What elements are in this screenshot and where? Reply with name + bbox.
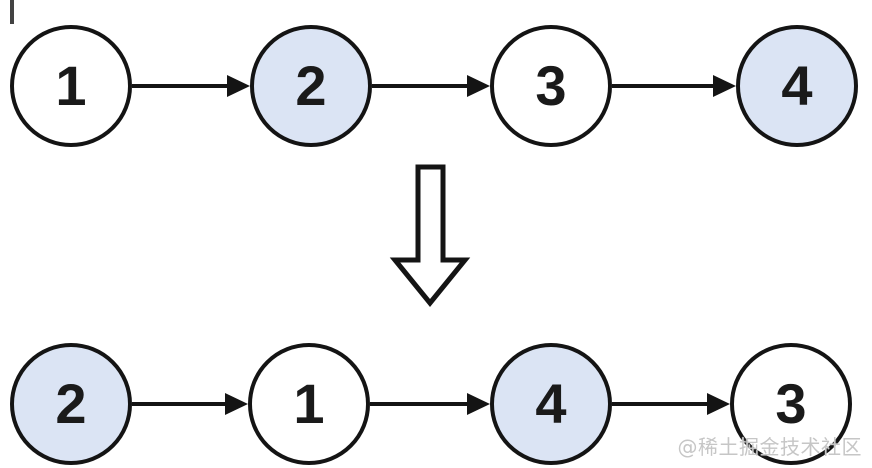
next-pointer-line <box>132 402 229 406</box>
stray-line-artifact <box>10 0 14 24</box>
next-pointer-arrowhead-icon <box>227 75 250 97</box>
list-node-before-4: 4 <box>736 25 858 147</box>
next-pointer-line <box>612 84 717 88</box>
next-pointer-arrowhead-icon <box>467 75 490 97</box>
list-node-before-1: 1 <box>10 25 132 147</box>
list-node-after-3: 3 <box>730 343 852 465</box>
next-pointer-arrowhead-icon <box>225 393 248 415</box>
next-pointer-arrowhead-icon <box>713 75 736 97</box>
next-pointer-line <box>612 402 711 406</box>
next-pointer-line <box>370 402 471 406</box>
list-node-after-2: 2 <box>10 343 132 465</box>
list-node-before-2: 2 <box>250 25 372 147</box>
list-node-after-1: 1 <box>248 343 370 465</box>
transform-down-arrow-icon <box>389 164 471 307</box>
watermark-text: @稀土掘金技术社区 <box>677 435 862 459</box>
next-pointer-line <box>372 84 471 88</box>
next-pointer-arrowhead-icon <box>707 393 730 415</box>
list-node-before-3: 3 <box>490 25 612 147</box>
next-pointer-line <box>132 84 231 88</box>
list-node-after-4: 4 <box>490 343 612 465</box>
next-pointer-arrowhead-icon <box>467 393 490 415</box>
